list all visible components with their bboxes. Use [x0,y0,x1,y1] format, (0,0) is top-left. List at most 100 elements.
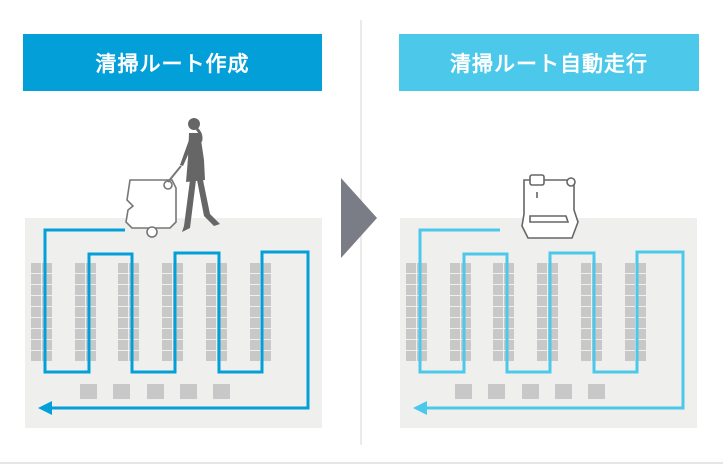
shelf-cell [548,274,558,284]
shelf-cell [461,296,471,306]
shelf-cell [42,296,52,306]
shelf-cell [86,307,96,317]
shelf-cell [42,285,52,295]
shelf-cell [217,351,227,361]
shelf-cell [636,296,646,306]
shelf-cell [250,296,260,306]
shelf-cell [450,340,460,350]
shelf-cell [261,296,271,306]
shelf-cell [417,351,427,361]
shelf-cell [129,307,139,317]
shelf-cell [581,318,591,328]
shelf-cell [173,351,183,361]
shelf-cell [592,307,602,317]
shelf-cell [592,351,602,361]
shelf-cell [162,296,172,306]
shelf-cell [417,329,427,339]
shelf-cell [173,274,183,284]
shelf-cell [537,351,547,361]
shelf-cell [625,329,635,339]
shelf-cell [75,340,85,350]
shelf-cell [493,274,503,284]
shelf-cell [581,340,591,350]
shelf-cell [461,274,471,284]
person-pushing-cleaner-icon [125,118,220,238]
shelf-cell [493,351,503,361]
shelf-cell [31,263,41,273]
shelf-cell [493,296,503,306]
shelf-cell [636,340,646,350]
shelf-cell [86,285,96,295]
shelf-cell [118,274,128,284]
shelf-cell [129,340,139,350]
shelf-cell [217,296,227,306]
shelf-cell [625,296,635,306]
shelf-cell [129,274,139,284]
shelf-cell [162,318,172,328]
shelf-cell [548,307,558,317]
shelf-cell [173,307,183,317]
shelf-cell [581,274,591,284]
shelf-cell [450,263,460,273]
shelf-cell [118,285,128,295]
shelf-cell [217,285,227,295]
shelf-cell [250,318,260,328]
shelf-cell [548,263,558,273]
shelf-cell [581,329,591,339]
shelf-cell [548,329,558,339]
pallet [588,384,605,399]
shelf-cell [162,340,172,350]
pallet [113,384,130,399]
shelf-cell [592,296,602,306]
pallet [180,384,197,399]
shelf-cell [592,340,602,350]
shelf-cell [548,318,558,328]
shelf-cell [206,296,216,306]
shelf-cell [504,340,514,350]
shelf-cell [537,285,547,295]
shelf-cell [406,351,416,361]
shelf-cell [173,329,183,339]
shelf-cell [217,318,227,328]
shelf-cell [217,340,227,350]
shelf-cell [75,274,85,284]
shelf-cell [261,340,271,350]
shelf-cell [86,263,96,273]
shelf-cell [86,340,96,350]
shelf-cell [206,263,216,273]
shelf-cell [86,274,96,284]
shelf-cell [129,318,139,328]
next-arrow-icon [341,178,377,258]
shelf-cell [86,296,96,306]
shelf-cell [250,274,260,284]
pallet [147,384,164,399]
shelf-cell [581,296,591,306]
shelf-cell [450,285,460,295]
shelf-cell [581,307,591,317]
shelf-cell [31,285,41,295]
shelf-cell [450,274,460,284]
shelf-cell [206,307,216,317]
shelf-cell [417,285,427,295]
shelf-cell [636,329,646,339]
shelf-cell [461,307,471,317]
shelf-cell [493,340,503,350]
shelf-cell [86,318,96,328]
shelf-cell [493,329,503,339]
shelf-cell [625,318,635,328]
shelf-cell [636,285,646,295]
shelf-cell [548,285,558,295]
shelf-cell [450,296,460,306]
shelf-cell [42,263,52,273]
shelf-cell [129,263,139,273]
shelf-cell [417,340,427,350]
shelf-cell [75,329,85,339]
shelf-cell [592,285,602,295]
shelf-cell [261,351,271,361]
shelf-cell [173,318,183,328]
pallet [488,384,505,399]
shelf-cell [118,307,128,317]
shelf-cell [162,329,172,339]
pallet [213,384,230,399]
shelf-cell [450,329,460,339]
